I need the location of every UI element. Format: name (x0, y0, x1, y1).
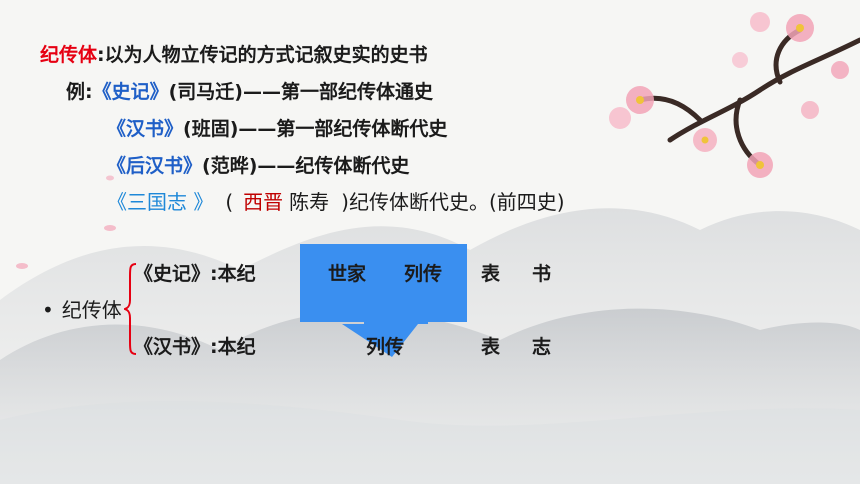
example-row-sanguozhi: 《三国志 》 ( 西晋陈寿 )纪传体断代史。(前四史) (107, 190, 565, 214)
definition-line: 纪传体:以为人物立传记的方式记叙史实的史书 (40, 43, 428, 67)
structure-item: 列传 (404, 263, 443, 285)
colon: : (210, 263, 218, 285)
example-prefix: 例: (66, 81, 93, 103)
shiji-structure-row: 《史记》:本纪 (134, 262, 256, 286)
example-desc: (班固)——第一部纪传体断代史 (183, 118, 448, 140)
brace-icon (124, 263, 137, 355)
example-desc: (司马迁)——第一部纪传体通史 (168, 81, 433, 103)
book-title: 《汉书》 (134, 336, 211, 358)
example-row-houhanshu: 《后汉书》(范晔)——纪传体断代史 (107, 154, 409, 178)
paren-open: ( (225, 190, 234, 214)
book-title: 《三国志 》 (107, 190, 214, 214)
structure-item: 列传 (366, 336, 405, 358)
structure-item: 本纪 (217, 263, 256, 285)
bullet: • (42, 298, 54, 322)
book-title: 《史记》 (92, 81, 169, 103)
plum-blossom-branch (609, 12, 860, 178)
definition-text: :以为人物立传记的方式记叙史实的史书 (97, 44, 428, 66)
definition-term: 纪传体 (40, 44, 98, 66)
book-title: 《史记》 (134, 263, 211, 285)
book-title: 《后汉书》 (107, 155, 203, 177)
structure-item: 世家 (328, 263, 367, 285)
structure-item: 本纪 (217, 336, 256, 358)
example-desc: )纪传体断代史。(前四史) (341, 190, 565, 214)
structure-item: 志 (532, 336, 552, 358)
book-title: 《汉书》 (107, 118, 184, 140)
structure-item: 书 (532, 263, 552, 285)
structure-title: 纪传体 (61, 298, 122, 322)
author: 陈寿 (289, 190, 330, 214)
down-arrow-icon (300, 244, 467, 357)
example-desc: (范晔)——纪传体断代史 (202, 155, 410, 177)
example-row-hanshu: 《汉书》(班固)——第一部纪传体断代史 (107, 117, 447, 141)
structure-item: 表 (481, 263, 501, 285)
structure-label: • 纪传体 (42, 298, 122, 322)
hanshu-structure-row: 《汉书》:本纪 (134, 335, 256, 359)
example-row-shiji: 例:《史记》(司马迁)——第一部纪传体通史 (66, 80, 433, 104)
structure-item: 表 (481, 336, 501, 358)
colon: : (210, 336, 218, 358)
dynasty: 西晋 (243, 190, 284, 214)
